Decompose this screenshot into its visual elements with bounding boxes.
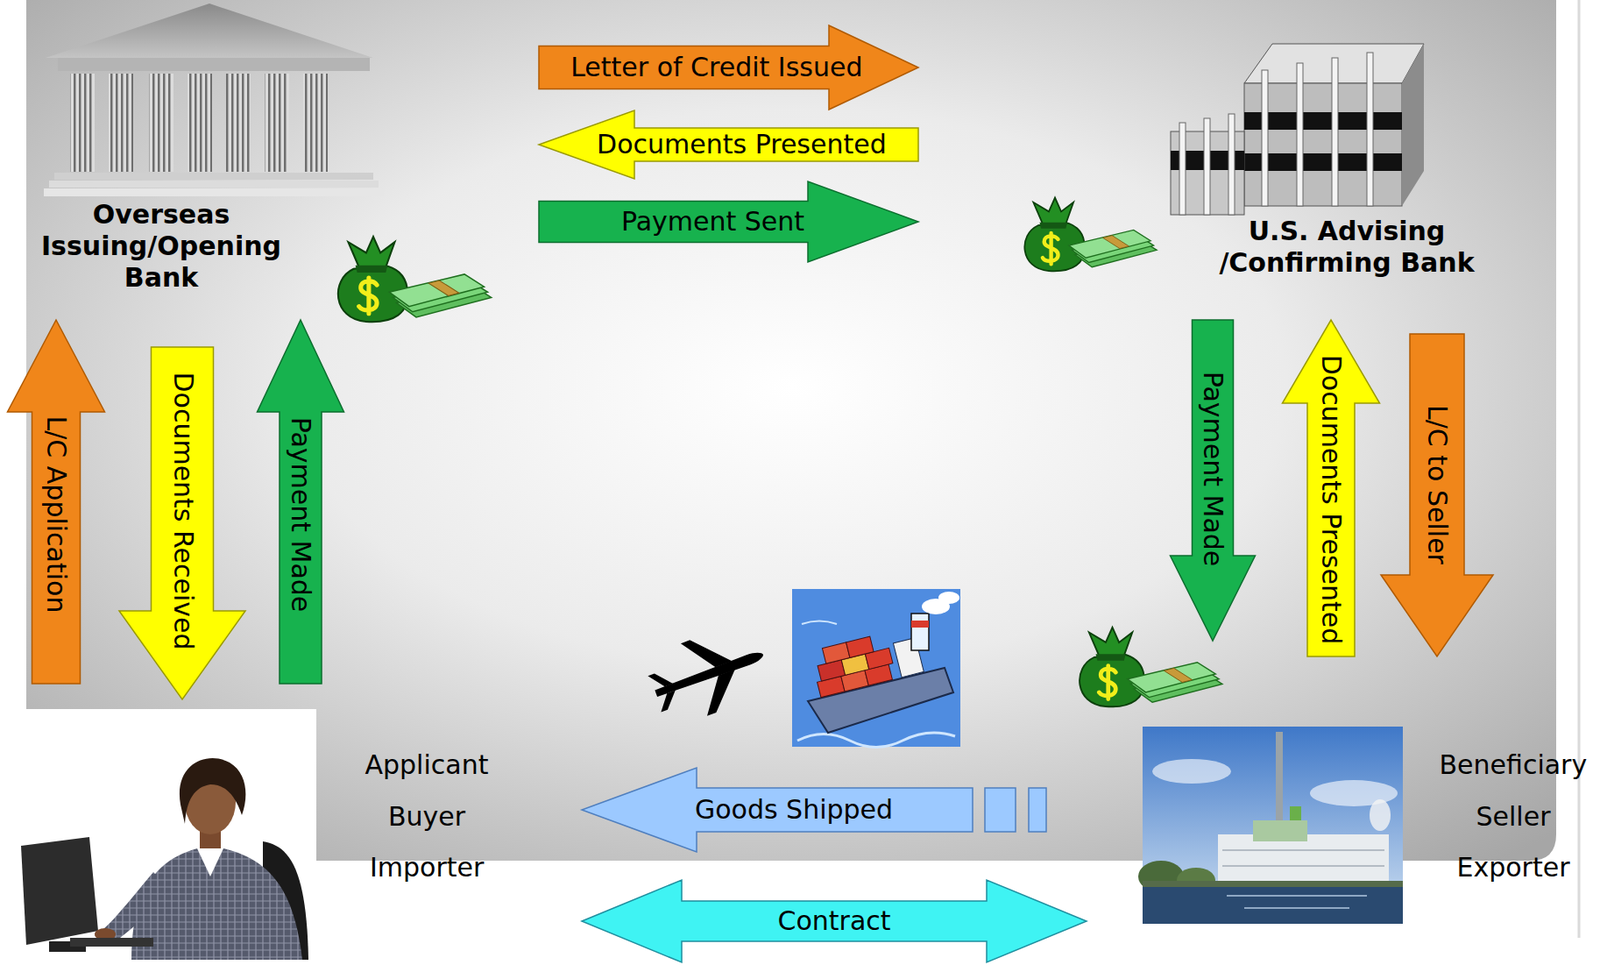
collar bbox=[196, 846, 225, 877]
airplane-tail bbox=[647, 668, 681, 713]
smokestack-band bbox=[911, 620, 929, 628]
money-icon bbox=[338, 236, 492, 322]
fin bbox=[1228, 113, 1235, 215]
step bbox=[43, 188, 384, 197]
hair bbox=[179, 757, 246, 824]
arrow-label: Goods Shipped bbox=[694, 796, 893, 823]
party-node: BeneficiarySellerExporter bbox=[1086, 657, 1597, 972]
flow-arrow bbox=[257, 319, 345, 684]
flow-arrow bbox=[581, 767, 973, 852]
column bbox=[108, 73, 134, 172]
arrow-label: Letter of Credit Issued bbox=[570, 54, 863, 81]
fin bbox=[1203, 118, 1211, 215]
arrow-label: Payment Made bbox=[287, 417, 314, 613]
flow-arrow bbox=[538, 181, 919, 262]
smoke bbox=[938, 591, 960, 604]
arrow-label: L/C Application bbox=[42, 415, 70, 613]
column bbox=[70, 73, 95, 172]
flow-arrow bbox=[538, 110, 919, 179]
plant-building bbox=[1217, 834, 1389, 885]
party-role: Applicant bbox=[365, 749, 489, 781]
entablature bbox=[57, 57, 370, 71]
fin bbox=[1366, 52, 1374, 206]
steam bbox=[1369, 799, 1391, 831]
flow-arrow bbox=[538, 25, 919, 110]
arrow-label: L/C to Seller bbox=[1423, 404, 1451, 565]
arrow-label: Documents Presented bbox=[1317, 353, 1345, 645]
container bbox=[846, 636, 875, 658]
flow-arrow bbox=[581, 879, 1087, 963]
bank-name: U.S. Advising /Confirming Bank bbox=[1210, 215, 1483, 279]
plant-building-green bbox=[1253, 820, 1308, 842]
classic-bank-building bbox=[43, 3, 384, 197]
fin bbox=[1331, 57, 1339, 206]
side-wall bbox=[1401, 43, 1424, 206]
money-icon bbox=[1024, 198, 1157, 272]
wave bbox=[797, 732, 956, 748]
arrow-label: Documents Received bbox=[169, 372, 196, 651]
sky bbox=[1142, 726, 1403, 924]
ship-picture bbox=[792, 588, 961, 748]
flow-arrow bbox=[1380, 333, 1494, 657]
money-icon bbox=[1079, 627, 1223, 707]
arrow-label: Documents Presented bbox=[596, 131, 887, 158]
container bbox=[817, 659, 846, 681]
fin bbox=[1261, 70, 1268, 206]
party-role: Buyer bbox=[388, 800, 466, 833]
party-node: Overseas Issuing/Opening Bank bbox=[17, 0, 539, 320]
party-role: Exporter bbox=[1457, 851, 1571, 884]
pediment bbox=[45, 3, 374, 58]
wave bbox=[801, 621, 837, 625]
party-node: U.S. Advising /Confirming Bank bbox=[918, 0, 1508, 320]
flow-arrow bbox=[119, 346, 246, 700]
shore bbox=[1142, 880, 1403, 888]
party-role: Seller bbox=[1476, 800, 1551, 833]
motion-mark bbox=[1028, 787, 1047, 832]
photo-background bbox=[7, 708, 317, 960]
frame-shadow bbox=[1578, 0, 1581, 938]
keyboard bbox=[70, 937, 154, 947]
airplane-wing bbox=[680, 629, 747, 716]
fin bbox=[1179, 122, 1186, 215]
modern-bank-building bbox=[1170, 43, 1424, 215]
buyer-photo bbox=[7, 708, 317, 960]
water bbox=[1142, 886, 1403, 924]
column bbox=[187, 73, 213, 172]
factory-photo bbox=[1138, 726, 1403, 924]
arrow-label: Payment Sent bbox=[621, 208, 805, 235]
column bbox=[148, 73, 174, 172]
column bbox=[226, 73, 251, 172]
step bbox=[54, 172, 374, 180]
motion-mark bbox=[984, 787, 1016, 832]
smokestack bbox=[911, 613, 929, 651]
reflection bbox=[1226, 895, 1367, 908]
bank-name: Overseas Issuing/Opening Bank bbox=[25, 198, 298, 294]
arrow-label: Payment Made bbox=[1199, 371, 1226, 567]
party-node: ApplicantBuyerImporter bbox=[0, 700, 582, 972]
column bbox=[303, 73, 328, 172]
party-role: Beneficiary bbox=[1439, 749, 1588, 781]
arrow-label: Contract bbox=[778, 907, 892, 935]
facade-lines bbox=[1222, 849, 1385, 866]
flow-arrow bbox=[1170, 319, 1256, 641]
airplane bbox=[641, 617, 777, 730]
container bbox=[821, 642, 850, 664]
monitor bbox=[21, 836, 99, 945]
cloud bbox=[1152, 758, 1232, 784]
flow-arrow bbox=[7, 319, 106, 684]
ship-background bbox=[792, 588, 961, 747]
fin bbox=[1296, 63, 1303, 206]
party-role: Importer bbox=[369, 851, 484, 884]
step bbox=[49, 180, 379, 188]
column bbox=[264, 73, 290, 172]
flow-arrow bbox=[1282, 319, 1381, 657]
